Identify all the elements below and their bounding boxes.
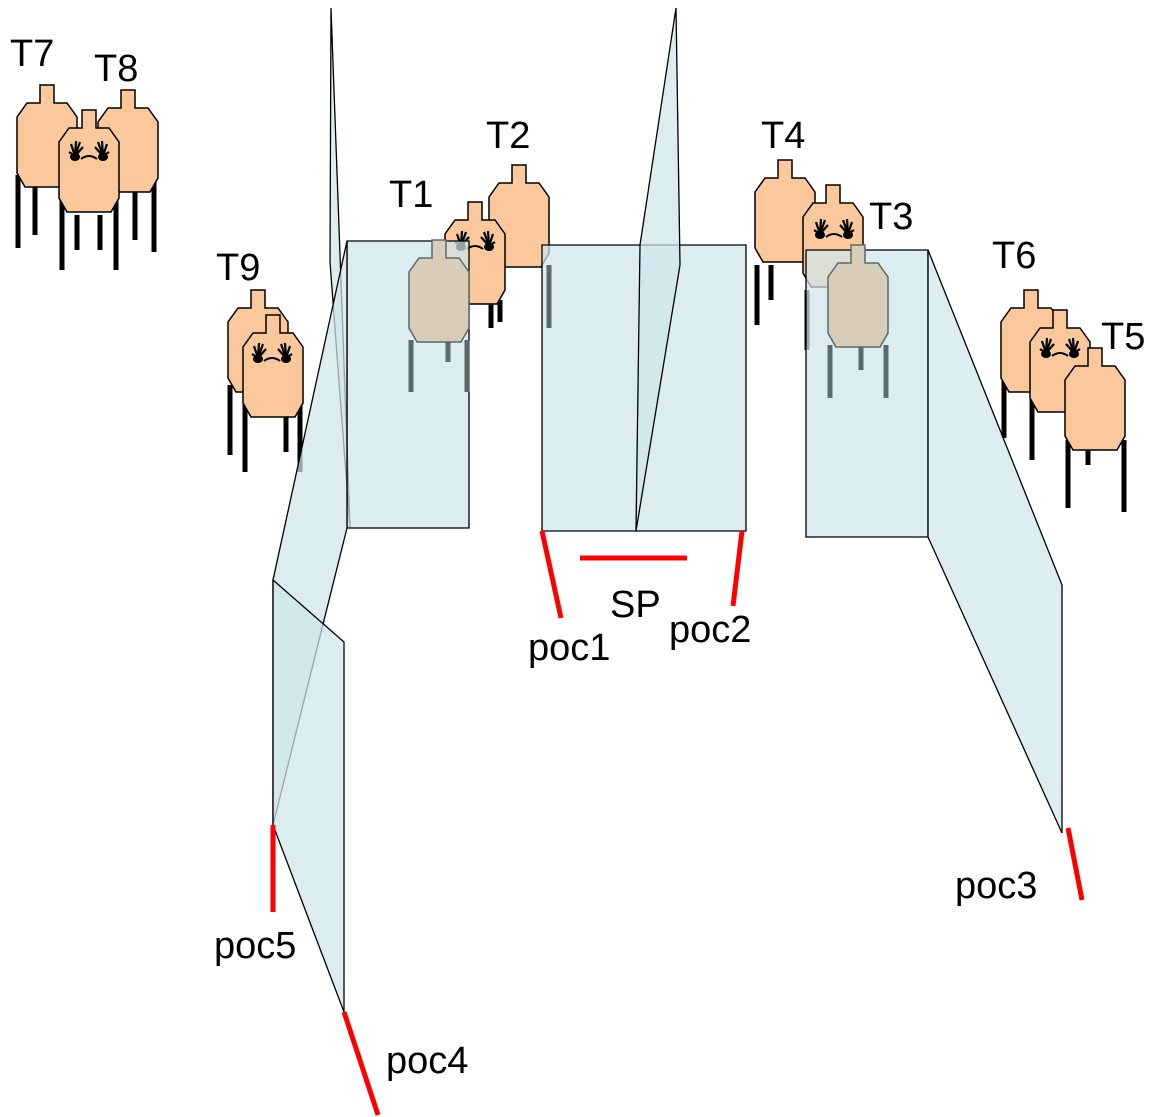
target-group-t5-t6 bbox=[1000, 289, 1127, 512]
walls bbox=[272, 7, 1063, 1013]
target-label-t4: T4 bbox=[761, 115, 805, 157]
target-group-t7-t8 bbox=[15, 84, 159, 270]
position-label-sp: SP bbox=[610, 584, 661, 626]
target-label-t1: T1 bbox=[389, 174, 433, 216]
target-label-t5: T5 bbox=[1101, 316, 1145, 358]
target-label-t9: T9 bbox=[216, 247, 260, 289]
target-stand-legs bbox=[408, 265, 889, 398]
target-label-t8: T8 bbox=[94, 48, 138, 90]
labels: T7 T8 T9 T1 T2 T4 T3 T6 T5 SP poc1 poc2 … bbox=[10, 33, 1145, 1082]
target-group-t1-t2 bbox=[444, 164, 550, 328]
target-label-t7: T7 bbox=[10, 33, 54, 75]
poc4-position-mark bbox=[341, 1011, 381, 1116]
occluded-targets bbox=[408, 239, 889, 398]
target-label-t2: T2 bbox=[486, 115, 530, 157]
shooting-positions bbox=[270, 530, 1085, 1116]
target-group-t9 bbox=[227, 289, 304, 472]
position-label-poc1: poc1 bbox=[528, 627, 610, 669]
position-label-poc4: poc4 bbox=[386, 1040, 468, 1082]
wall-center-tall-panel bbox=[635, 7, 681, 532]
position-label-poc2: poc2 bbox=[669, 609, 751, 651]
target-label-t6: T6 bbox=[992, 235, 1036, 277]
poc1-position-mark bbox=[539, 530, 564, 619]
wall-right-diagonal bbox=[927, 249, 1063, 834]
target-stand-legs bbox=[754, 265, 810, 350]
position-label-poc3: poc3 bbox=[955, 865, 1037, 907]
poc3-position-mark bbox=[1065, 827, 1085, 901]
target-stand-legs bbox=[1001, 380, 1127, 512]
target-label-t3: T3 bbox=[869, 196, 913, 238]
poc2-position-mark bbox=[730, 530, 745, 607]
position-label-poc5: poc5 bbox=[214, 925, 296, 967]
